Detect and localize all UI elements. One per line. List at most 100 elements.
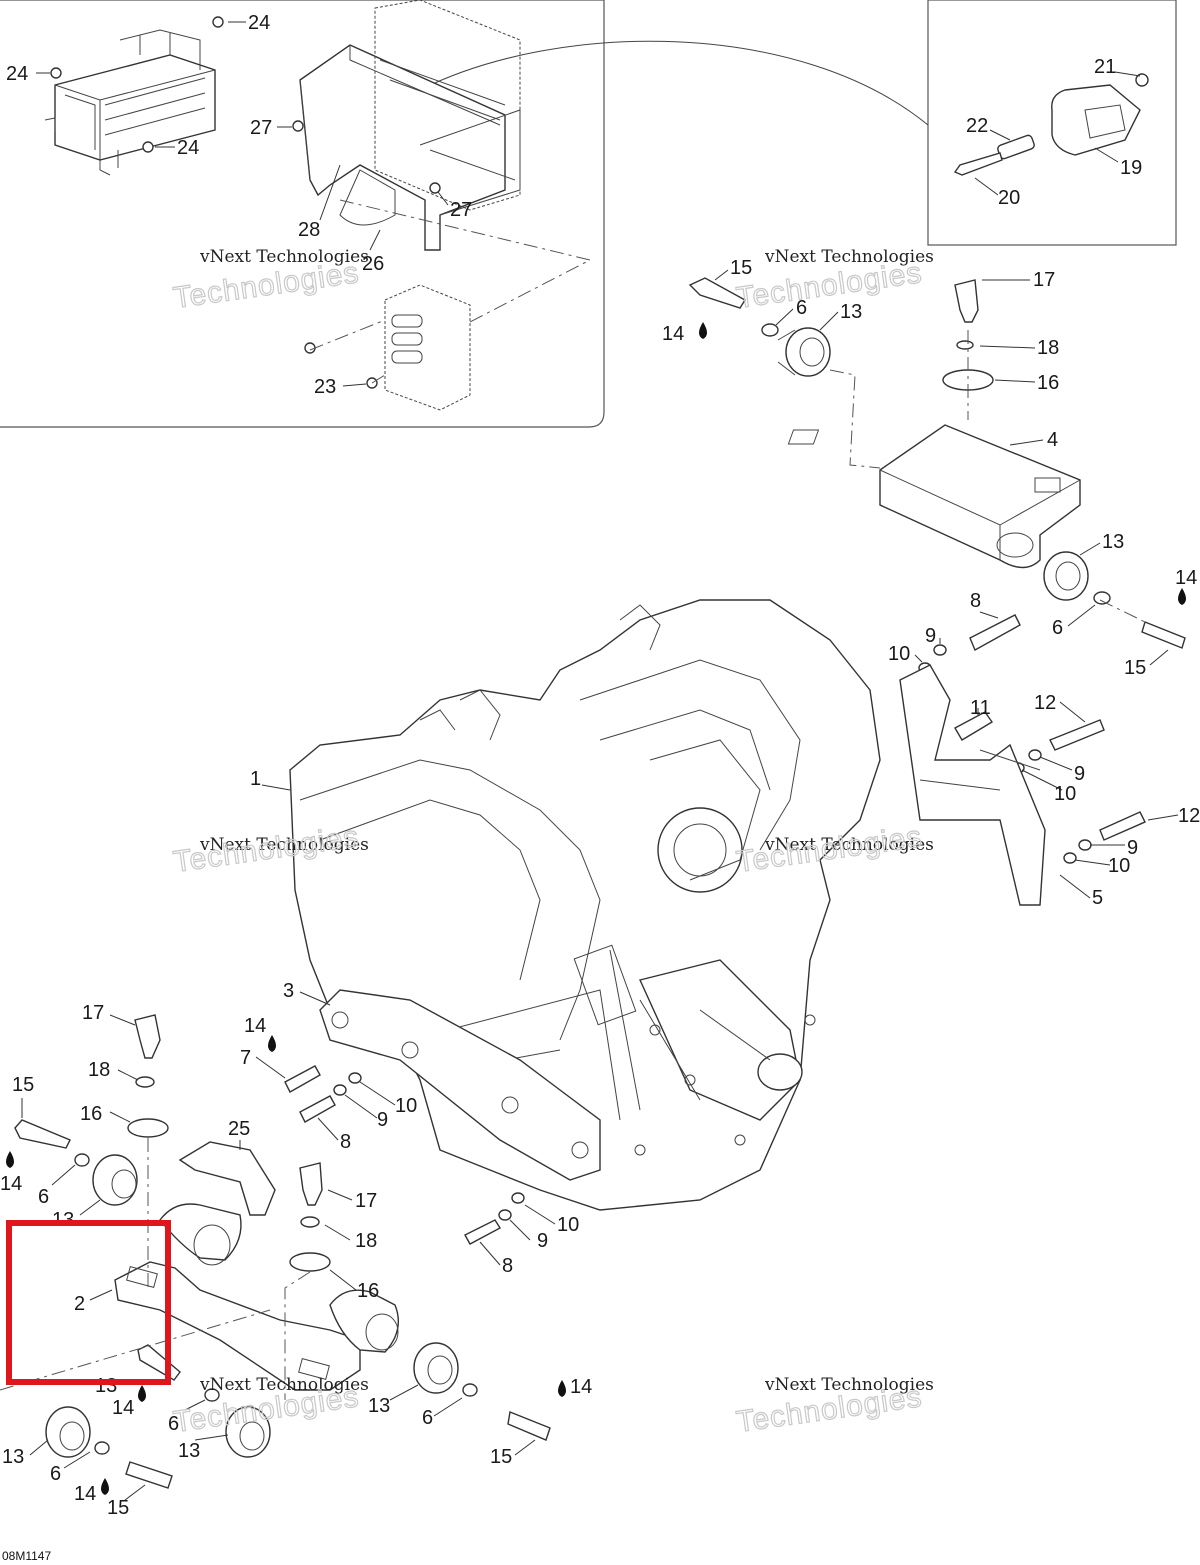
callout-2: 2 (74, 1293, 85, 1315)
oil-drop-icon (699, 322, 707, 339)
callout-6: 6 (422, 1407, 433, 1429)
svg-text:vNext Technologies: vNext Technologies (764, 1375, 934, 1395)
callout-6: 6 (796, 297, 807, 319)
callout-11: 11 (970, 697, 991, 719)
callout-13: 13 (178, 1440, 200, 1462)
relay-inset-frame (927, 0, 1177, 246)
callout-14: 14 (662, 323, 684, 345)
relay-assembly (953, 73, 1149, 176)
callout-12: 12 (1178, 805, 1200, 827)
callout-6: 6 (168, 1413, 179, 1435)
callout-3: 3 (283, 980, 294, 1002)
callout-22: 22 (966, 115, 988, 137)
callout-9: 9 (537, 1230, 548, 1252)
lower-engine-bolts (284, 1065, 525, 1245)
svg-text:vNext Technologies: vNext Technologies (199, 1375, 369, 1395)
electrical-panel (374, 0, 521, 211)
cover-bracket (299, 44, 521, 251)
callout-12: 12 (1034, 692, 1056, 714)
callout-8: 8 (970, 590, 981, 612)
svg-text:vNext Technologies: vNext Technologies (764, 835, 934, 855)
callout-18: 18 (355, 1230, 377, 1252)
callout-18: 18 (1037, 337, 1059, 359)
oil-drop-icon (101, 1478, 109, 1495)
callout-14: 14 (1175, 567, 1197, 589)
engine-mount-plate-3 (319, 989, 601, 1181)
callout-7: 7 (240, 1047, 251, 1069)
callout-26: 26 (362, 253, 384, 275)
callout-9: 9 (377, 1109, 388, 1131)
callout-28: 28 (298, 219, 320, 241)
callout-17: 17 (82, 1002, 104, 1024)
callout-17: 17 (355, 1190, 377, 1212)
callout-4: 4 (1047, 429, 1058, 451)
engine-mount-bracket-4 (787, 424, 1081, 569)
callout-10: 10 (1054, 783, 1076, 805)
callout-13: 13 (840, 301, 862, 323)
callout-15: 15 (730, 257, 752, 279)
callout-8: 8 (502, 1255, 513, 1277)
right-upper-bolts (688, 277, 1186, 864)
callout-13: 13 (2, 1446, 24, 1468)
callout-8: 8 (340, 1131, 351, 1153)
highlight-box-part-2 (6, 1220, 171, 1385)
callout-13: 13 (95, 1375, 117, 1397)
oil-drop-icon (6, 1151, 14, 1168)
oil-drop-icon (268, 1035, 276, 1052)
callout-10: 10 (395, 1095, 417, 1117)
callout-10: 10 (557, 1214, 579, 1236)
callout-17: 17 (1033, 269, 1055, 291)
callout-5: 5 (1092, 887, 1103, 909)
callout-9: 9 (925, 625, 936, 647)
callout-1: 1 (250, 768, 261, 790)
lower-left-dashes (0, 1138, 311, 1400)
callout-6: 6 (38, 1186, 49, 1208)
inset-fasteners (50, 16, 441, 389)
callout-19: 19 (1120, 157, 1142, 179)
callout-14: 14 (112, 1397, 134, 1419)
callout-9: 9 (1074, 763, 1085, 785)
callout-24: 24 (177, 137, 199, 159)
oil-drop-icon (138, 1385, 146, 1402)
callout-9: 9 (1127, 837, 1138, 859)
callout-25: 25 (228, 1118, 250, 1140)
callout-16: 16 (80, 1103, 102, 1125)
upper-right-dashes (829, 330, 1146, 623)
callout-15: 15 (12, 1074, 34, 1096)
callout-16: 16 (1037, 372, 1059, 394)
callout-24: 24 (248, 12, 270, 34)
svg-text:vNext Technologies: vNext Technologies (199, 247, 369, 267)
lower-bushings (45, 1154, 459, 1458)
callout-6: 6 (1052, 617, 1063, 639)
callout-10: 10 (888, 643, 910, 665)
callout-24: 24 (6, 63, 28, 85)
oil-drop-icon (1178, 588, 1186, 605)
callout-6: 6 (50, 1463, 61, 1485)
callout-20: 20 (998, 187, 1020, 209)
svg-text:vNext Technologies: vNext Technologies (199, 835, 369, 855)
callout-23: 23 (314, 376, 336, 398)
callout-10: 10 (1108, 855, 1130, 877)
callout-15: 15 (107, 1497, 129, 1519)
callout-27: 27 (450, 199, 472, 221)
heat-shield-25 (178, 1141, 276, 1216)
callout-labels: 24 24 24 27 27 28 26 23 21 22 19 20 15 1… (0, 12, 1200, 1519)
callout-15: 15 (1124, 657, 1146, 679)
callout-14: 14 (74, 1483, 96, 1505)
lower-fasteners (14, 1014, 551, 1489)
callout-18: 18 (88, 1059, 110, 1081)
callout-16: 16 (357, 1280, 379, 1302)
callout-21: 21 (1094, 56, 1116, 78)
callout-13: 13 (368, 1395, 390, 1417)
right-bushing-13 (1043, 551, 1089, 601)
electrical-box-inset-frame (0, 0, 605, 428)
callout-14: 14 (244, 1015, 266, 1037)
oil-drop-icon (558, 1380, 566, 1397)
callout-13: 13 (1102, 531, 1124, 553)
svg-text:vNext Technologies: vNext Technologies (764, 247, 934, 267)
upper-bushing-13 (777, 327, 831, 377)
inset-leader-dashes (309, 199, 592, 384)
fuse-box (44, 29, 216, 176)
callout-27: 27 (250, 117, 272, 139)
